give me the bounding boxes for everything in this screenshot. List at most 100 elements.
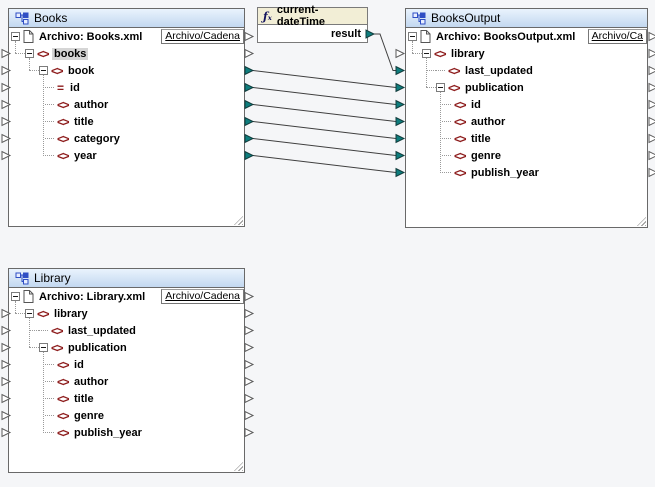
tree-node-publish-year[interactable]: <> publish_year [406, 164, 647, 181]
output-connector-connected[interactable] [244, 150, 255, 161]
tree-node-books[interactable]: <> books [9, 45, 244, 62]
function-output-result[interactable]: result [331, 27, 361, 40]
connection-result-to-last-updated[interactable] [374, 33, 396, 71]
tree-node-author[interactable]: <> author [9, 373, 244, 390]
output-connector[interactable] [244, 359, 255, 370]
input-connector-connected[interactable] [395, 116, 406, 127]
tree-node-genre[interactable]: <> genre [406, 147, 647, 164]
output-connector[interactable] [648, 99, 655, 110]
output-connector[interactable] [244, 308, 255, 319]
tree-node-book[interactable]: <> book [9, 62, 244, 79]
output-connector[interactable] [244, 291, 255, 302]
node-label: publish_year [74, 426, 142, 439]
tree-node-last-updated[interactable]: <> last_updated [9, 322, 244, 339]
collapse-toggle[interactable] [436, 83, 445, 92]
tree-node-publication[interactable]: <> publication [406, 79, 647, 96]
element-icon: <> [37, 46, 50, 61]
tree-line [15, 301, 16, 313]
tree-node-publication[interactable]: <> publication [9, 339, 244, 356]
tree-node-id[interactable]: <> id [9, 356, 244, 373]
function-current-datetime[interactable]: ƒₓ current-dateTime result [257, 4, 368, 43]
tree-row-file[interactable]: Archivo: Books.xml Archivo/Cadena [9, 28, 244, 45]
tree-node-year[interactable]: <> year [9, 147, 244, 164]
output-connector-connected[interactable] [244, 99, 255, 110]
output-connector[interactable] [244, 376, 255, 387]
node-label: id [74, 358, 84, 371]
file-string-button[interactable]: Archivo/Cadena [161, 289, 244, 304]
output-connector[interactable] [244, 325, 255, 336]
output-connector[interactable] [648, 150, 655, 161]
output-connector[interactable] [244, 393, 255, 404]
tree-node-id[interactable]: <> id [406, 96, 647, 113]
component-books[interactable]: Books Archivo: Books.xml Archivo/Cadena … [8, 8, 245, 227]
input-connector-connected[interactable] [395, 167, 406, 178]
collapse-toggle[interactable] [11, 292, 20, 301]
output-connector[interactable] [244, 31, 255, 42]
resize-handle[interactable] [234, 216, 243, 225]
collapse-toggle[interactable] [39, 66, 48, 75]
tree-node-title[interactable]: <> title [406, 130, 647, 147]
collapse-toggle[interactable] [25, 49, 34, 58]
tree-line [43, 75, 44, 156]
input-connector-connected[interactable] [395, 65, 406, 76]
component-header-library[interactable]: Library [9, 269, 244, 288]
connection-author-to-author[interactable] [252, 104, 397, 122]
tree-node-publish-year[interactable]: <> publish_year [9, 424, 244, 441]
connection-year-to-publish-year[interactable] [252, 155, 397, 173]
tree-node-author[interactable]: <> author [9, 96, 244, 113]
collapse-toggle[interactable] [422, 49, 431, 58]
output-connector[interactable] [244, 48, 255, 59]
connection-title-to-title[interactable] [252, 121, 397, 139]
output-connector[interactable] [648, 82, 655, 93]
connection-category-to-genre[interactable] [252, 138, 397, 156]
collapse-toggle[interactable] [39, 343, 48, 352]
tree-node-category[interactable]: <> category [9, 130, 244, 147]
input-connector[interactable] [395, 48, 406, 59]
output-connector[interactable] [244, 342, 255, 353]
collapse-toggle[interactable] [25, 309, 34, 318]
output-connector[interactable] [648, 167, 655, 178]
file-string-button[interactable]: Archivo/Cadena [161, 29, 244, 44]
output-connector[interactable] [648, 65, 655, 76]
tree-row-file[interactable]: Archivo: Library.xml Archivo/Cadena [9, 288, 244, 305]
resize-handle[interactable] [234, 462, 243, 471]
output-connector-connected[interactable] [244, 133, 255, 144]
output-connector[interactable] [648, 48, 655, 59]
output-connector[interactable] [244, 427, 255, 438]
tree-node-library[interactable]: <> library [406, 45, 647, 62]
node-label: title [471, 132, 491, 145]
tree-node-last-updated[interactable]: <> last_updated [406, 62, 647, 79]
output-connector[interactable] [648, 31, 655, 42]
collapse-toggle[interactable] [11, 32, 20, 41]
function-header[interactable]: ƒₓ current-dateTime [258, 4, 367, 28]
output-connector-connected[interactable] [244, 116, 255, 127]
connection-id-to-id[interactable] [252, 87, 397, 105]
tree-node-title[interactable]: <> title [9, 113, 244, 130]
tree-node-title[interactable]: <> title [9, 390, 244, 407]
input-connector-connected[interactable] [395, 133, 406, 144]
tree-node-genre[interactable]: <> genre [9, 407, 244, 424]
file-string-button[interactable]: Archivo/Ca [587, 29, 647, 44]
connection-book-to-publication[interactable] [252, 70, 397, 88]
tree-row-file[interactable]: Archivo: BooksOutput.xml Archivo/Ca [406, 28, 647, 45]
element-icon: <> [454, 148, 467, 163]
tree-node-id[interactable]: = id [9, 79, 244, 96]
component-header-books[interactable]: Books [9, 9, 244, 28]
collapse-toggle[interactable] [408, 32, 417, 41]
output-connector-connected[interactable] [244, 65, 255, 76]
output-connector[interactable] [648, 116, 655, 127]
input-connector-connected[interactable] [395, 150, 406, 161]
output-connector-connected[interactable] [244, 82, 255, 93]
output-connector[interactable] [648, 133, 655, 144]
tree-line [39, 330, 48, 331]
output-connector[interactable] [244, 410, 255, 421]
component-library[interactable]: Library Archivo: Library.xml Archivo/Cad… [8, 268, 245, 473]
input-connector-connected[interactable] [395, 82, 406, 93]
component-booksoutput[interactable]: BooksOutput Archivo: BooksOutput.xml Arc… [405, 8, 648, 228]
tree-node-author[interactable]: <> author [406, 113, 647, 130]
tree-line [43, 352, 44, 433]
component-header-booksoutput[interactable]: BooksOutput [406, 9, 647, 28]
resize-handle[interactable] [637, 217, 646, 226]
tree-node-library[interactable]: <> library [9, 305, 244, 322]
input-connector-connected[interactable] [395, 99, 406, 110]
